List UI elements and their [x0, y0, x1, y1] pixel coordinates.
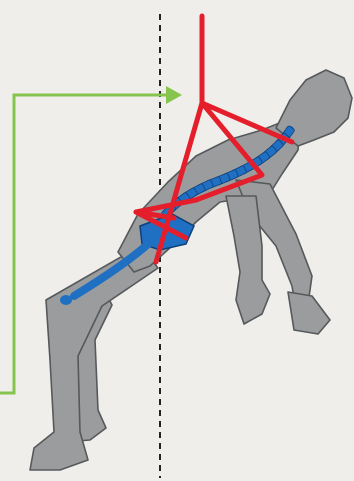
knee-joint [60, 295, 72, 305]
